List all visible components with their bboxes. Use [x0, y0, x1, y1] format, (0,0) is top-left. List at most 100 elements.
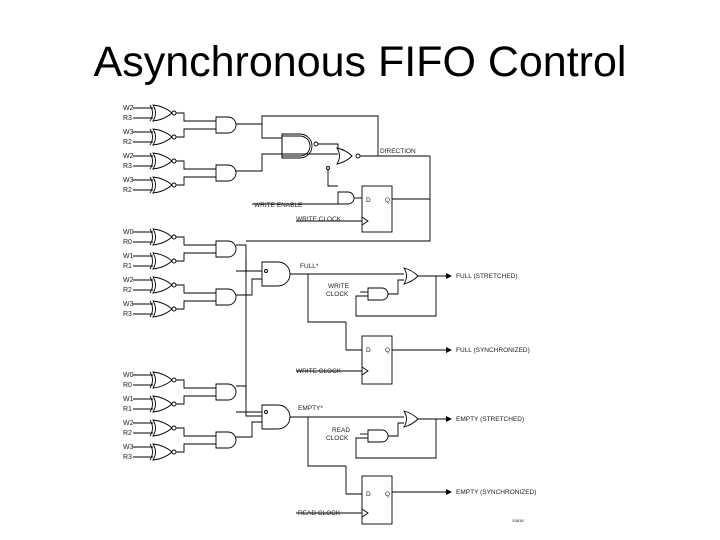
- xor-gate: [152, 128, 173, 146]
- xor-bubble: [171, 282, 177, 288]
- input-label: W3: [123, 129, 134, 136]
- input-label: R3: [123, 311, 132, 318]
- write-enable-and-gate: [337, 191, 355, 205]
- direction-and-gate: [281, 133, 313, 159]
- input-label: W1: [123, 396, 134, 403]
- xor-bubble: [171, 234, 177, 240]
- input-wire: [133, 131, 153, 143]
- xor-gate: [152, 443, 173, 461]
- input-wire: [133, 398, 153, 410]
- xor-input-arc: [149, 228, 153, 246]
- and-input-wire: [176, 284, 216, 310]
- full-ff-d-label: D: [366, 347, 371, 354]
- control-logic: DIRECTION WRITE ENABLE D Q WRITE CLOCK F…: [236, 115, 536, 525]
- xor-bubble: [171, 134, 177, 140]
- empty-star-label: EMPTY*: [298, 405, 323, 412]
- and-gate: [215, 164, 237, 182]
- xor-bubble: [171, 425, 177, 431]
- input-wire: [133, 231, 153, 243]
- input-label: R0: [123, 382, 132, 389]
- inverter-bubble: [313, 141, 319, 147]
- input-wire: [133, 422, 153, 434]
- input-label: R3: [123, 454, 132, 461]
- input-label: R2: [123, 139, 132, 146]
- input-wire: [133, 255, 153, 267]
- and-gate: [215, 431, 237, 449]
- xor-input-arc: [149, 176, 153, 194]
- xor-input-arc: [149, 395, 153, 413]
- and-input-wire: [176, 160, 216, 186]
- and-input-wire: [176, 112, 216, 138]
- write-clock-label-2: WRITE CLOCK: [296, 368, 342, 375]
- slide-title: Asynchronous FIFO Control: [93, 38, 627, 86]
- and-input-wire: [176, 427, 216, 453]
- input-label: R2: [123, 430, 132, 437]
- write-clock-label: WRITE CLOCK: [296, 216, 342, 223]
- input-label: W2: [123, 153, 134, 160]
- empty-sync-label: EMPTY (SYNCHRONIZED): [456, 489, 536, 496]
- input-label: R2: [123, 287, 132, 294]
- xor-bubble: [171, 182, 177, 188]
- input-wire: [133, 179, 153, 191]
- input-label: W0: [123, 229, 134, 236]
- full-and-gate: [261, 261, 291, 287]
- xor-gate: [152, 152, 173, 170]
- input-label: W1: [123, 253, 134, 260]
- figure-id: X5838: [512, 518, 524, 523]
- direction-bubble: [355, 153, 361, 159]
- full-ff-q-label: Q: [385, 347, 390, 354]
- input-label: W2: [123, 105, 134, 112]
- ff-q-label: Q: [385, 197, 390, 204]
- input-wire: [133, 155, 153, 167]
- clock-label: CLOCK: [326, 291, 349, 298]
- xor-input-arc: [149, 300, 153, 318]
- input-label: W3: [123, 301, 134, 308]
- xor-bubble: [171, 158, 177, 164]
- write-label: WRITE: [328, 283, 350, 290]
- full-star-label: FULL*: [300, 263, 319, 270]
- and-gate: [215, 288, 237, 306]
- full-sync-label: FULL (SYNCHRONIZED): [456, 347, 530, 354]
- read-clock-line2-label: CLOCK: [326, 435, 349, 442]
- input-wire: [133, 279, 153, 291]
- xor-gate: [152, 252, 173, 270]
- xor-gate: [152, 419, 173, 437]
- xor-input-arc: [149, 152, 153, 170]
- full-flip-flop: [361, 335, 393, 385]
- xor-input-arc: [149, 276, 153, 294]
- empty-stretched-label: EMPTY (STRETCHED): [456, 416, 524, 423]
- empty-flip-flop: [361, 475, 393, 525]
- direction-or-gate: [336, 147, 353, 165]
- write-enable-label: WRITE ENABLE: [254, 202, 303, 209]
- and-gate: [215, 383, 237, 401]
- input-label: R0: [123, 239, 132, 246]
- input-wire: [133, 303, 153, 315]
- xor-gates-and-inputs: W2R3W3R2W2R3W3R2W0R0W1R1W2R2W3R3W0R0W1R1…: [123, 104, 237, 461]
- xor-bubble: [171, 449, 177, 455]
- input-label: W2: [123, 420, 134, 427]
- xor-gate: [152, 300, 173, 318]
- xor-gate: [152, 395, 173, 413]
- full-or-gate: [403, 267, 419, 285]
- input-label: W0: [123, 372, 134, 379]
- and-gate: [215, 240, 237, 258]
- xor-gate: [152, 371, 173, 389]
- input-label: W3: [123, 177, 134, 184]
- empty-stretch-and-gate: [367, 429, 389, 443]
- input-label: R1: [123, 406, 132, 413]
- and-gate: [215, 116, 237, 134]
- xor-gate: [152, 176, 173, 194]
- input-wire: [133, 107, 153, 119]
- input-label: R3: [123, 163, 132, 170]
- and-input-wire: [176, 236, 216, 262]
- xor-bubble: [171, 377, 177, 383]
- empty-or-gate: [403, 410, 419, 428]
- xor-input-arc: [149, 443, 153, 461]
- input-label: W3: [123, 444, 134, 451]
- empty-ff-q-label: Q: [385, 491, 390, 498]
- and-input-wire: [176, 379, 216, 405]
- input-label: R1: [123, 263, 132, 270]
- input-label: R2: [123, 187, 132, 194]
- full-stretched-label: FULL (STRETCHED): [456, 273, 518, 280]
- xor-input-arc: [149, 104, 153, 122]
